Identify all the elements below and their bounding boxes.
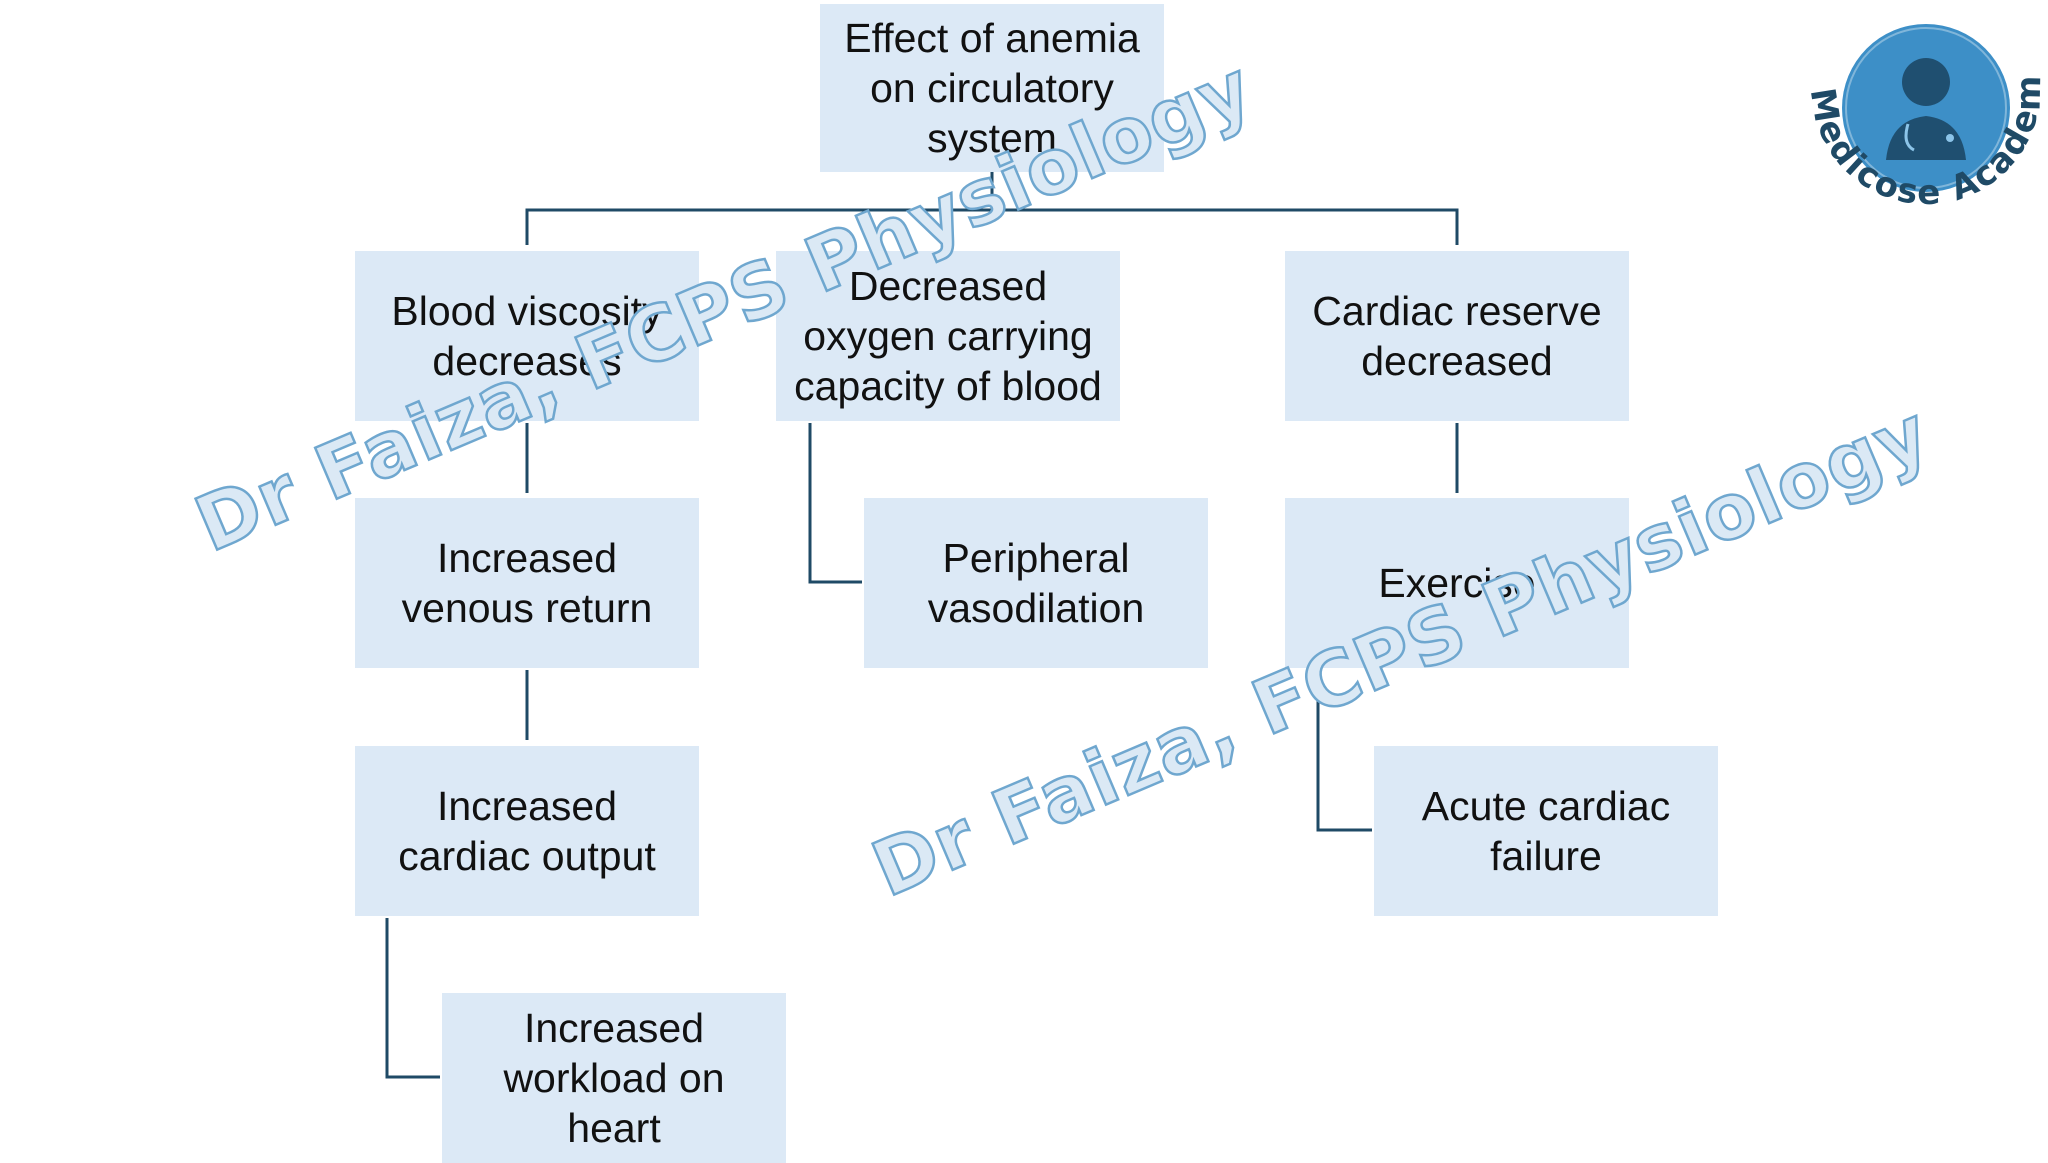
connector-oxygen-vasodilation	[808, 423, 862, 584]
node-root: Effect of anemia on circulatory system	[820, 4, 1164, 172]
node-decreased-oxygen: Decreased oxygen carrying capacity of bl…	[776, 251, 1120, 421]
node-peripheral-vasodilation: Peripheral vasodilation	[864, 498, 1208, 668]
node-cardiac-output-label: Increased cardiac output	[398, 783, 656, 879]
node-blood-viscosity: Blood viscosity decreases	[355, 251, 699, 421]
node-root-label: Effect of anemia on circulatory system	[844, 15, 1140, 161]
node-peripheral-vasodilation-label: Peripheral vasodilation	[927, 535, 1145, 631]
connector-output-workload	[385, 918, 440, 1079]
node-decreased-oxygen-label: Decreased oxygen carrying capacity of bl…	[794, 263, 1102, 409]
node-blood-viscosity-label: Blood viscosity decreases	[391, 288, 663, 384]
node-acute-cardiac-failure: Acute cardiac failure	[1374, 746, 1718, 916]
node-increased-workload-label: Increased workload on heart	[503, 1005, 725, 1151]
node-venous-return-label: Increased venous return	[401, 535, 653, 631]
node-acute-cardiac-failure-label: Acute cardiac failure	[1421, 783, 1671, 879]
node-cardiac-output: Increased cardiac output	[355, 746, 699, 916]
medicose-academics-logo: Medicose Academics	[1790, 20, 2047, 213]
node-exercise: Exercise	[1285, 498, 1629, 668]
connector-exercise-failure	[1316, 670, 1372, 832]
node-exercise-label: Exercise	[1378, 560, 1536, 606]
node-venous-return: Increased venous return	[355, 498, 699, 668]
node-increased-workload: Increased workload on heart	[442, 993, 786, 1163]
node-cardiac-reserve: Cardiac reserve decreased	[1285, 251, 1629, 421]
node-cardiac-reserve-label: Cardiac reserve decreased	[1312, 288, 1602, 384]
